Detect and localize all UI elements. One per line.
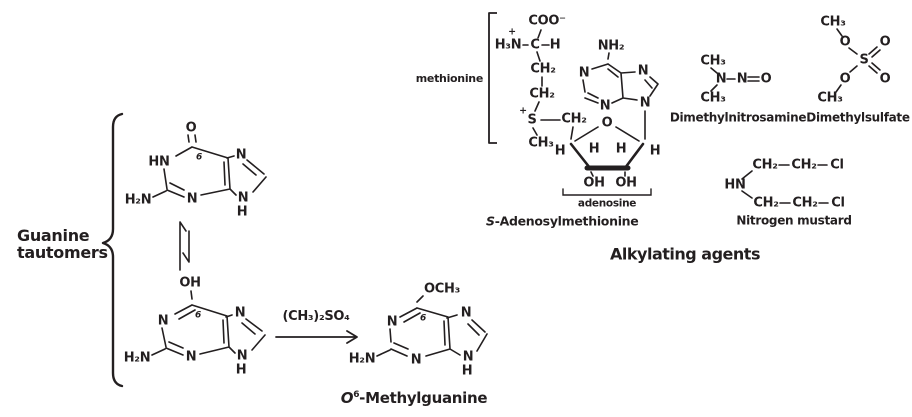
atom-label: C bbox=[530, 37, 540, 53]
atom-label: OH bbox=[179, 275, 201, 291]
atom-label: O bbox=[839, 34, 851, 50]
atom-label: 6 bbox=[195, 310, 201, 321]
sam-label-rest: -Adenosylmethionine bbox=[494, 213, 639, 229]
methionine-label: methionine bbox=[415, 72, 484, 86]
guanine-tautomers-label: Guanine tautomers bbox=[17, 227, 108, 261]
ribose-ring-bonds bbox=[562, 110, 652, 196]
adenosine-label: adenosine bbox=[577, 197, 637, 210]
atom-label: CH₃ bbox=[820, 14, 846, 30]
atom-label: N bbox=[715, 71, 727, 87]
dimethylnitrosamine-bonds bbox=[710, 67, 760, 92]
atom-label: H bbox=[236, 204, 248, 220]
o6-label-superscript: 6 bbox=[353, 390, 360, 401]
nitrogen-mustard-label: Nitrogen mustard bbox=[736, 213, 852, 228]
atom-label: N bbox=[578, 65, 590, 81]
atom-label: H₂N bbox=[124, 192, 152, 208]
atom-label: H bbox=[615, 141, 627, 157]
atom-label: O bbox=[601, 115, 613, 131]
atom-label: N bbox=[157, 313, 169, 329]
atom-label: HN bbox=[148, 154, 170, 170]
atom-label: O bbox=[879, 71, 891, 87]
atom-label: H₂N bbox=[348, 351, 376, 367]
atom-label: O bbox=[879, 34, 891, 50]
methionine-bracket bbox=[488, 12, 497, 144]
atom-label: N bbox=[599, 98, 611, 114]
atom-label: H bbox=[554, 143, 566, 159]
atom-label: OCH₃ bbox=[424, 281, 460, 297]
tautomer-brace bbox=[101, 112, 124, 388]
atom-label: 6 bbox=[196, 152, 202, 163]
atom-label: H₂N bbox=[123, 350, 151, 366]
atom-label: CH₂ bbox=[752, 157, 778, 173]
atom-label: H bbox=[588, 141, 600, 157]
alkylating-agents-label: Alkylating agents bbox=[610, 244, 760, 264]
atom-label: N bbox=[234, 305, 246, 321]
sam-label: S-Adenosylmethionine bbox=[486, 213, 639, 229]
atom-label: CH₃ bbox=[817, 90, 843, 106]
equilibrium-arrows bbox=[179, 221, 190, 271]
nitrogen-mustard-bonds bbox=[741, 164, 829, 204]
atom-label: O bbox=[185, 120, 197, 136]
atom-label: O bbox=[760, 71, 772, 87]
atom-label: CH₂ bbox=[530, 61, 556, 77]
atom-label: 6 bbox=[420, 313, 426, 324]
o6-methylguanine-label: O6-Methylguanine bbox=[340, 389, 488, 408]
dimethylsulfate-bonds bbox=[835, 28, 881, 93]
enol-guanine-bonds bbox=[151, 290, 266, 356]
dimethylsulfate-reagent-label: (CH₃)₂SO₄ bbox=[282, 309, 350, 325]
atom-label: H bbox=[649, 143, 661, 159]
atom-label: NH₂ bbox=[597, 38, 625, 54]
guanine-tautomers-line1: Guanine bbox=[17, 226, 90, 245]
atom-label: COO⁻ bbox=[528, 13, 566, 29]
atom-label: N bbox=[410, 352, 422, 368]
atom-label: CH₂ bbox=[753, 195, 779, 211]
atom-label: OH bbox=[615, 175, 637, 191]
atom-label: N bbox=[237, 190, 249, 206]
atom-label: N bbox=[637, 63, 649, 79]
atom-label: N bbox=[462, 349, 474, 365]
atom-label: N bbox=[736, 71, 748, 87]
keto-guanine-bonds bbox=[152, 134, 267, 198]
atom-label: N bbox=[236, 348, 248, 364]
atom-label: N bbox=[235, 147, 247, 163]
atom-label: N bbox=[185, 349, 197, 365]
atom-label: N bbox=[386, 314, 398, 330]
atom-label: CH₃ bbox=[700, 53, 726, 69]
atom-label: N bbox=[186, 191, 198, 207]
atom-label: H bbox=[549, 37, 561, 53]
atom-label: H bbox=[461, 363, 473, 379]
atom-label: CH₂ bbox=[792, 195, 818, 211]
o6-methylguanine-bonds bbox=[376, 295, 488, 357]
dimethylsulfate-label: Dimethylsulfate bbox=[806, 110, 910, 125]
sam-label-italic-s: S bbox=[486, 213, 495, 229]
reaction-arrow bbox=[275, 330, 358, 344]
atom-label: S bbox=[859, 52, 869, 68]
atom-label: H₃N bbox=[494, 37, 522, 53]
guanine-tautomers-line2: tautomers bbox=[17, 243, 108, 262]
atom-label: CH₃ bbox=[700, 90, 726, 106]
atom-label: O bbox=[839, 71, 851, 87]
atom-label: Cl bbox=[831, 195, 845, 211]
atom-label: CH₂ bbox=[529, 86, 555, 102]
adenine-bonds bbox=[582, 52, 659, 104]
atom-label: CH₂ bbox=[561, 111, 587, 127]
atom-label: CH₃ bbox=[528, 135, 554, 151]
atom-label: N bbox=[460, 305, 472, 321]
atom-label: HN bbox=[724, 177, 746, 193]
o6-label-italic-o: O bbox=[340, 389, 354, 408]
sam-chain-bonds bbox=[522, 29, 574, 140]
dimethylnitrosamine-label: Dimethylnitrosamine bbox=[669, 110, 807, 125]
atom-label: N bbox=[639, 95, 651, 111]
atom-label: S bbox=[527, 112, 537, 128]
atom-label: Cl bbox=[830, 157, 844, 173]
atom-label: + bbox=[519, 105, 527, 117]
atom-label: OH bbox=[583, 175, 605, 191]
atom-label: H bbox=[235, 362, 247, 378]
atom-label: + bbox=[508, 26, 516, 38]
o6-label-rest: -Methylguanine bbox=[359, 389, 488, 408]
atom-label: CH₂ bbox=[791, 157, 817, 173]
